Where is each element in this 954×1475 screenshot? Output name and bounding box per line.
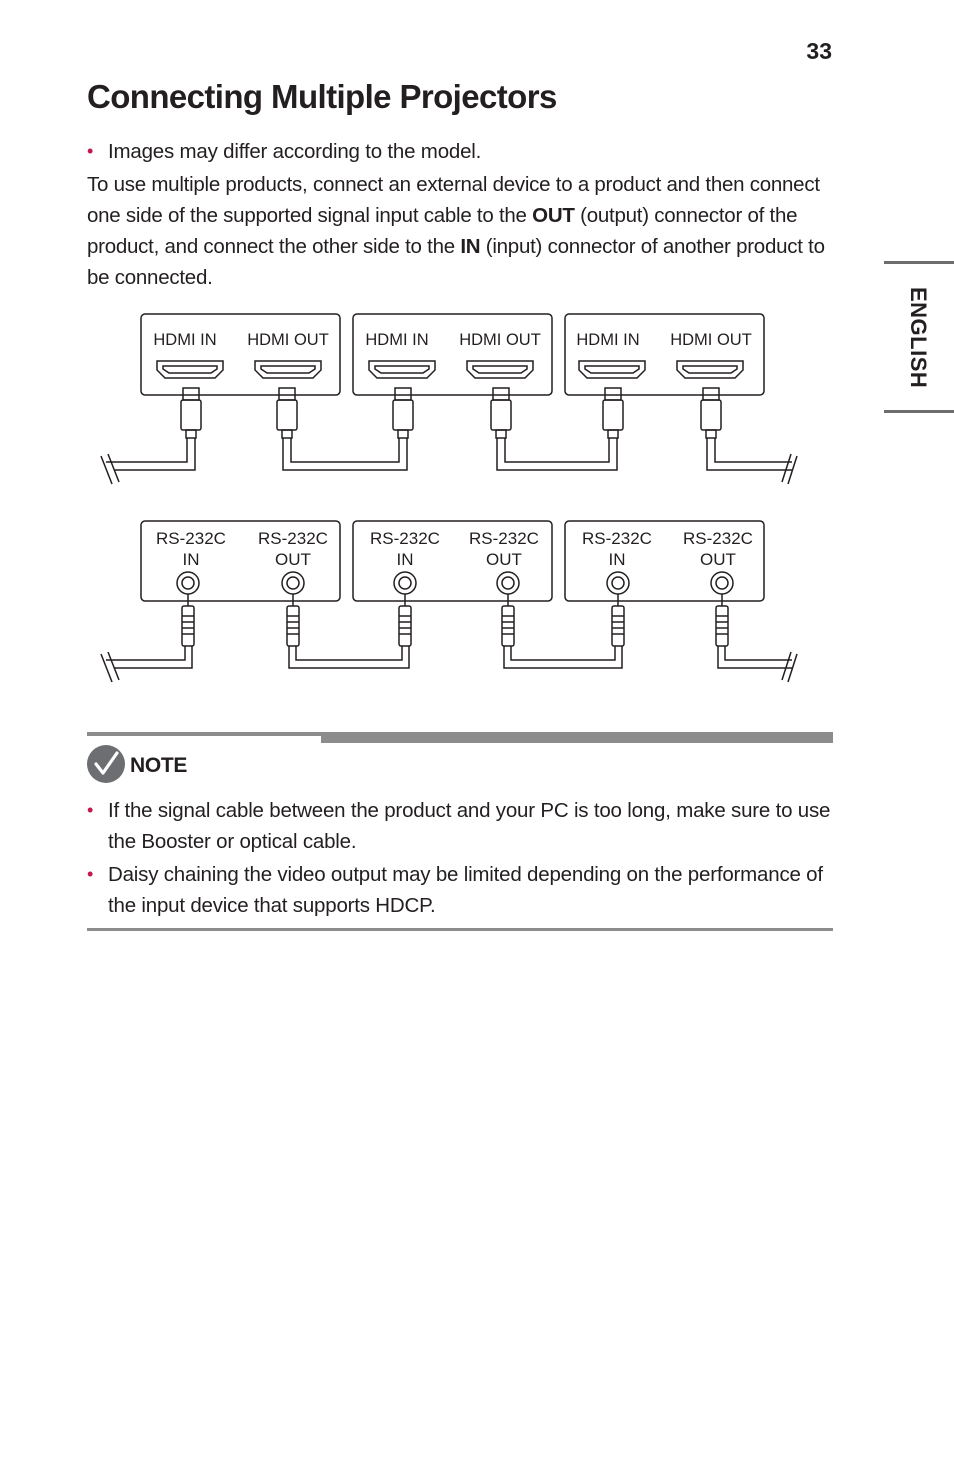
hdmi-cable-break-left [100,453,120,485]
rs232-in-label-top: RS-232C [156,529,226,548]
hdmi-product-1 [140,313,341,396]
hdmi-plug-icon [490,387,512,439]
bullet-dot: • [87,141,94,161]
intro-paragraph: To use multiple products, connect an ext… [87,169,832,293]
intro-part3: (input) connector of another product to … [87,235,825,289]
rs232-jack-icon [281,571,305,595]
rs232-plug-icon [398,594,412,647]
rs232-in-label-top: RS-232C [582,529,652,548]
bullet-text: Images may differ according to the model… [108,140,482,163]
hdmi-out-label: HDMI OUT [247,331,329,349]
hdmi-out-label: HDMI OUT [670,331,752,349]
hdmi-plug-icon [180,387,202,439]
rs232-in-label-bottom: IN [609,550,626,569]
rs232-plug-icon [715,594,729,647]
rs232-jack-icon [176,571,200,595]
intro-bold-in: IN [460,235,481,258]
hdmi-port-icon [578,360,646,379]
rs232-out-label-top: RS-232C [683,529,753,548]
rs232-out-label-top: RS-232C [258,529,328,548]
intro-part2: (output) connector of the product, and c… [87,204,798,258]
rs232-plug-icon [286,594,300,647]
rs232-jack-icon [496,571,520,595]
list-item: • Daisy chaining the video output may be… [87,859,833,921]
hdmi-in-label: HDMI IN [365,331,428,349]
hdmi-plug-icon [392,387,414,439]
hdmi-port-icon [676,360,744,379]
rs232-in-label-bottom: IN [183,550,200,569]
rs232-product-2 [352,520,553,602]
hdmi-in-label: HDMI IN [576,331,639,349]
hdmi-cable-link-1 [282,438,408,471]
rs232-product-3 [564,520,765,602]
rs232-in-label-top: RS-232C [370,529,440,548]
rs232-out-label-top: RS-232C [469,529,539,548]
rs232-cable-link-2 [503,646,623,669]
section-title: Connecting Multiple Projectors [87,78,557,115]
note-rule-light [87,732,321,736]
note-rule-dark [321,732,833,743]
hdmi-out-label: HDMI OUT [459,331,541,349]
hdmi-port-icon [156,360,224,379]
hdmi-product-2 [352,313,553,396]
bullet-dot: • [87,800,94,820]
hdmi-in-label: HDMI IN [153,331,216,349]
rs232-cable-input [106,646,193,669]
hdmi-plug-icon [700,387,722,439]
hdmi-cable-input [106,438,196,471]
hdmi-port-icon [466,360,534,379]
rs232-cable-output [717,646,792,669]
side-tab-top-line [884,261,954,264]
hdmi-cable-link-2 [496,438,618,471]
rs232-out-label-bottom: OUT [486,550,522,569]
page-number: 33 [806,38,832,64]
rs232-plug-icon [181,594,195,647]
list-item: • If the signal cable between the produc… [87,795,833,857]
note-item-text: Daisy chaining the video output may be l… [108,863,823,917]
side-tab-language: ENGLISH [906,287,931,389]
hdmi-port-icon [254,360,322,379]
hdmi-plug-icon [602,387,624,439]
rs232-product-1 [140,520,341,602]
rs232-cable-link-1 [288,646,410,669]
hdmi-plug-icon [276,387,298,439]
bullet-dot: • [87,864,94,884]
hdmi-cable-output [706,438,792,471]
hdmi-product-3 [564,313,765,396]
note-label: NOTE [130,754,188,777]
rs232-jack-icon [710,571,734,595]
hdmi-port-icon [368,360,436,379]
rs232-cable-break-right [781,651,798,683]
checkmark-icon [87,745,125,783]
hdmi-cable-break-right [781,453,798,485]
note-bottom-rule [87,928,833,931]
rs232-plug-icon [501,594,515,647]
list-item: • Images may differ according to the mod… [87,136,481,167]
intro-part1: To use multiple products, connect an ext… [87,173,820,227]
note-item-text: If the signal cable between the product … [108,799,831,853]
connection-diagram: HDMI IN HDMI OUT HDMI IN HDMI OUT HDMI I… [100,313,798,683]
intro-bold-out: OUT [532,204,575,227]
rs232-jack-icon [606,571,630,595]
rs232-out-label-bottom: OUT [275,550,311,569]
rs232-cable-break-left [100,651,120,683]
rs232-out-label-bottom: OUT [700,550,736,569]
rs232-jack-icon [393,571,417,595]
rs232-in-label-bottom: IN [397,550,414,569]
rs232-plug-icon [611,594,625,647]
side-tab-bottom-line [884,410,954,413]
